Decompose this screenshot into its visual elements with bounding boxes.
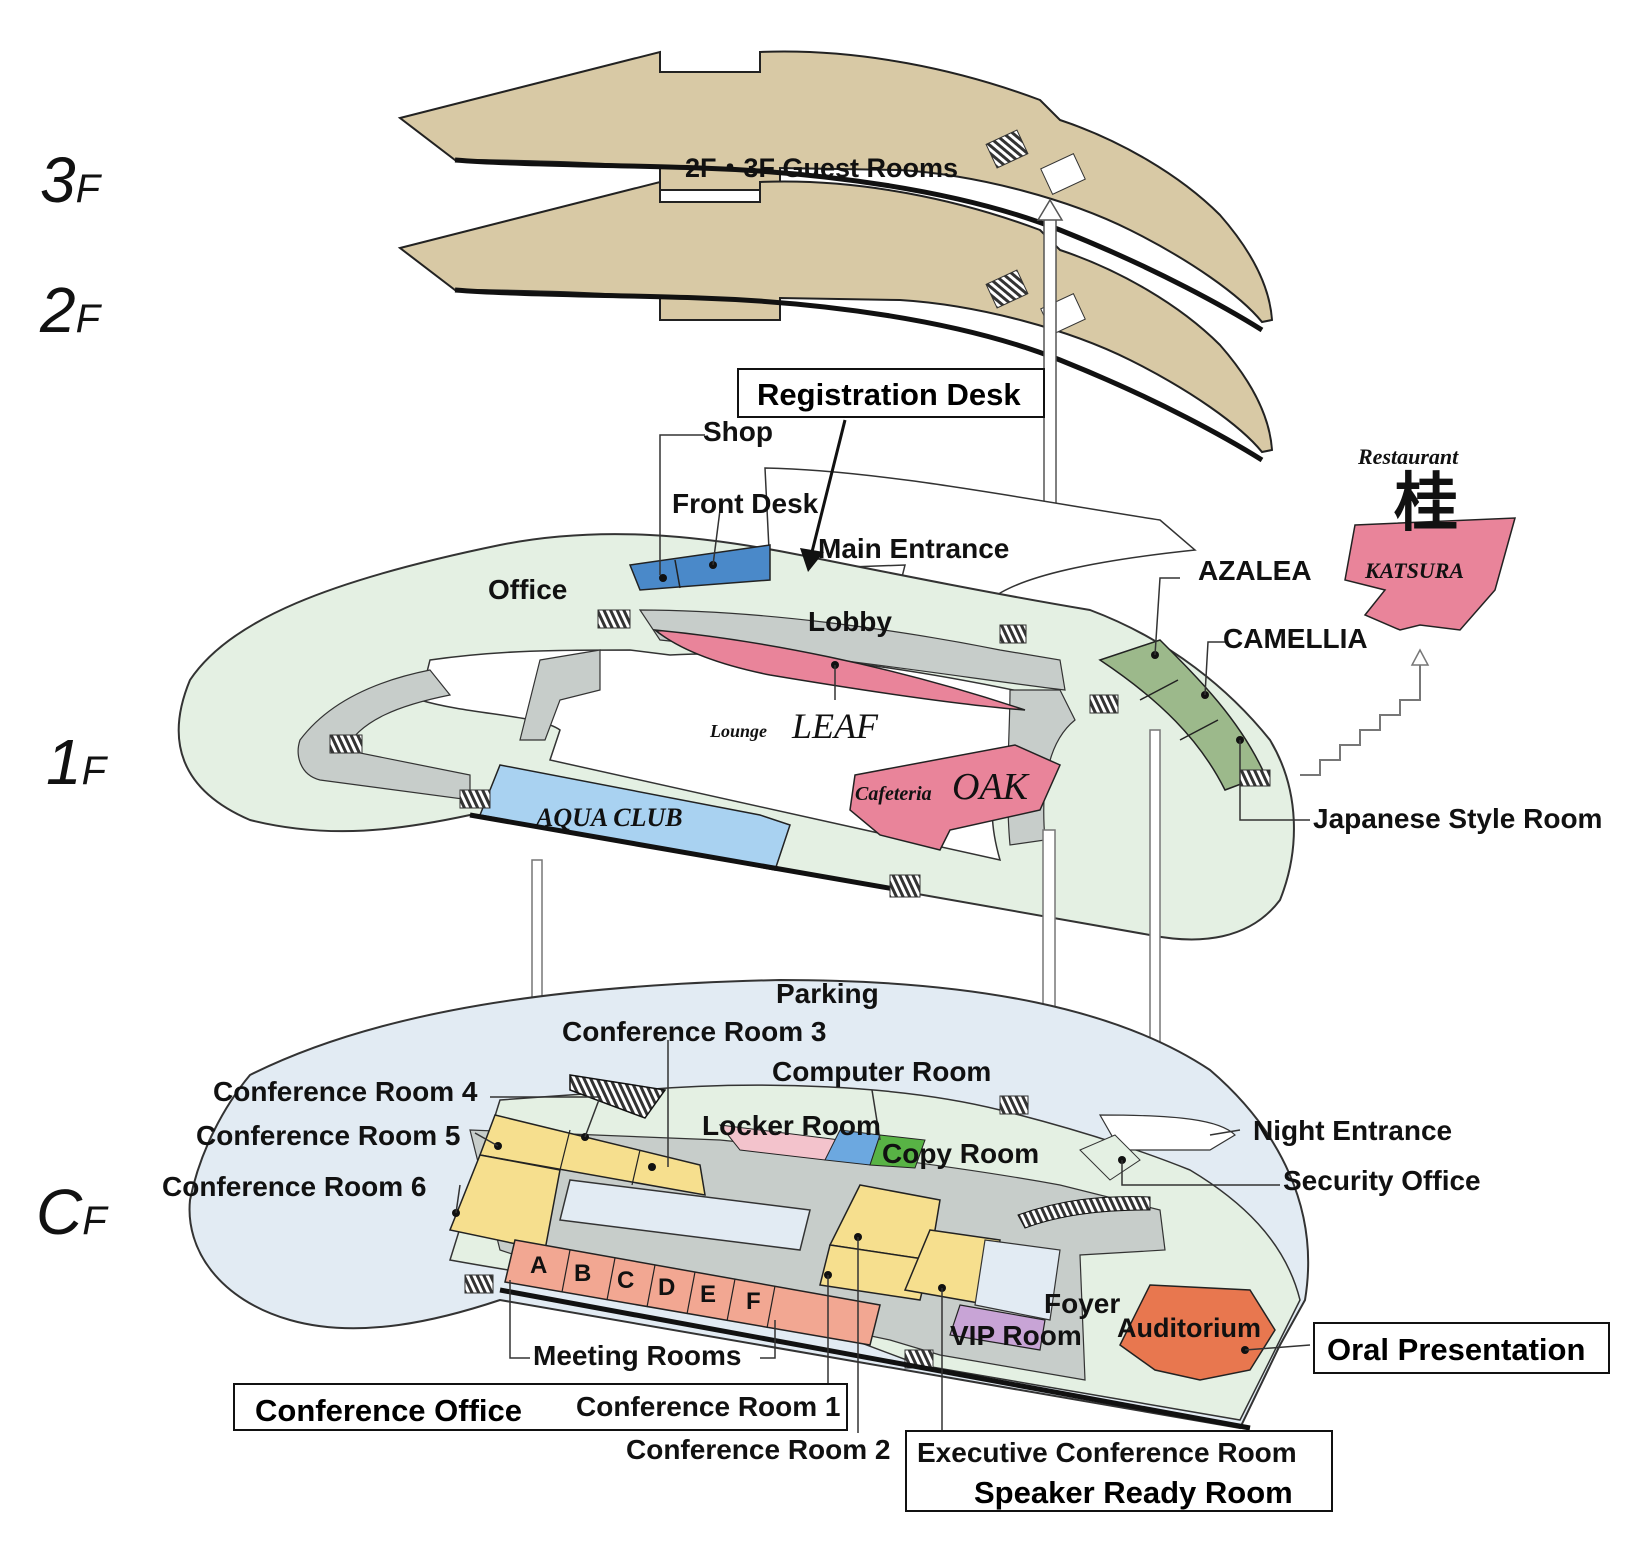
foyer-label: Foyer — [1044, 1288, 1121, 1319]
lounge-leaf-label: LEAF — [792, 706, 878, 746]
floor-label-cf: CF — [36, 1176, 107, 1248]
leader-lines — [455, 434, 1311, 1433]
floor-label-1f: 1F — [46, 726, 107, 798]
meeting-room-b-label: B — [574, 1260, 592, 1287]
night-entrance-label: Night Entrance — [1253, 1115, 1453, 1146]
aqua-club-label: AQUA CLUB — [536, 803, 683, 832]
conference-room-5-label: Conference Room 5 — [196, 1120, 461, 1151]
security-office-label: Security Office — [1283, 1165, 1481, 1196]
restaurant-kanji-label: 桂 — [1394, 466, 1458, 541]
office-label: Office — [488, 574, 568, 605]
floor-1f-plan — [177, 467, 1516, 941]
conference-office-label: Conference Office — [255, 1393, 523, 1428]
meeting-room-a-label: A — [530, 1252, 548, 1279]
conference-room-6-label: Conference Room 6 — [162, 1171, 427, 1202]
oral-presentation-callout: Oral Presentation — [1313, 1322, 1610, 1374]
meeting-rooms-label: Meeting Rooms — [533, 1340, 742, 1371]
lobby-label: Lobby — [808, 606, 892, 637]
copy-room-label: Copy Room — [882, 1138, 1040, 1169]
conference-office-callout: Conference Office — [233, 1383, 848, 1431]
japanese-room-label: Japanese Style Room — [1313, 803, 1603, 834]
meeting-room-e-label: E — [700, 1281, 717, 1308]
floor-cf-plan — [188, 561, 1310, 1431]
camellia-label: CAMELLIA — [1223, 623, 1368, 654]
main-entrance-label: Main Entrance — [818, 533, 1010, 564]
cafeteria-oak-label: OAK — [952, 766, 1028, 808]
floor-label-2f: 2F — [40, 274, 101, 346]
conference-room-4-label: Conference Room 4 — [213, 1076, 478, 1107]
azalea-label: AZALEA — [1198, 555, 1312, 586]
restaurant-label: Restaurant — [1358, 444, 1459, 469]
lounge-small-label: Lounge — [710, 721, 768, 741]
katsura-label: KATSURA — [1365, 558, 1465, 583]
cafeteria-small-label: Cafeteria — [855, 783, 932, 805]
computer-room-label: Computer Room — [772, 1056, 992, 1087]
guest-rooms-label: 2F・3F Guest Rooms — [685, 153, 959, 183]
floor-label-3f: 3F — [40, 144, 101, 216]
conference-room-1-label: Conference Room 1 — [576, 1391, 841, 1422]
executive-conference-room-label: Executive Conference Room — [917, 1437, 1297, 1468]
conference-room-3-label: Conference Room 3 — [562, 1016, 827, 1047]
vip-room-label: VIP Room — [950, 1320, 1082, 1351]
meeting-room-f-label: F — [746, 1288, 761, 1315]
registration-desk-callout: Registration Desk — [737, 368, 1045, 418]
locker-room-label: Locker Room — [702, 1110, 881, 1141]
speaker-ready-label: Speaker Ready Room — [974, 1475, 1293, 1510]
meeting-room-d-label: D — [658, 1274, 676, 1301]
parking-label: Parking — [776, 978, 879, 1009]
registration-arrow — [800, 419, 847, 572]
front-desk-label: Front Desk — [672, 488, 819, 519]
shop-label: Shop — [703, 416, 773, 447]
conference-room-2-label: Conference Room 2 — [626, 1434, 891, 1465]
floor-3f-plan — [397, 50, 1274, 333]
auditorium-label: Auditorium — [1117, 1313, 1261, 1343]
meeting-room-c-label: C — [617, 1267, 635, 1294]
speaker-ready-callout: Speaker Ready Room — [905, 1430, 1333, 1512]
